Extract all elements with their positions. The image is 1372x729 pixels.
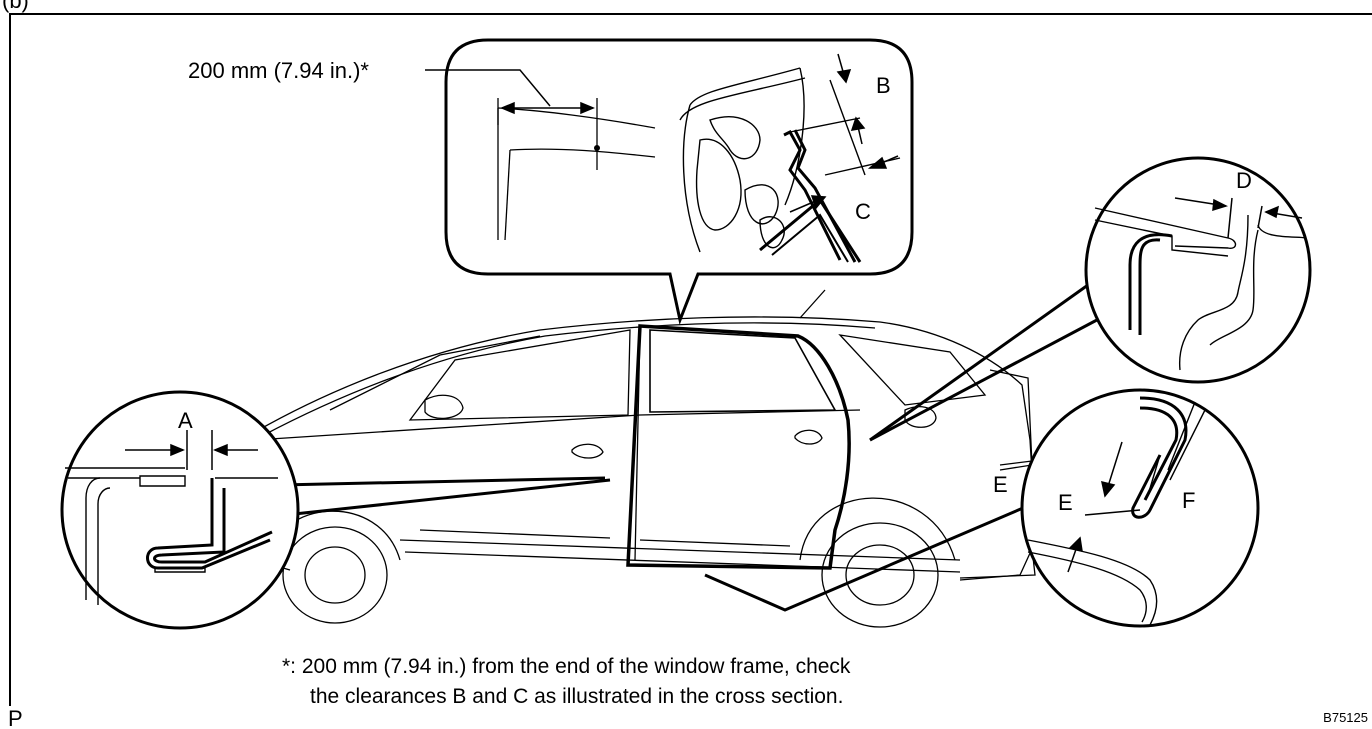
label-c: C (855, 199, 871, 224)
rear-door-outline (626, 324, 851, 570)
measure-point (594, 145, 600, 151)
note-line-1: *: 200 mm (7.94 in.) from the end of the… (282, 655, 851, 678)
label-b: B (876, 73, 891, 98)
right-upper-detail-circle: D (1084, 156, 1312, 384)
car-illustration (254, 289, 1037, 628)
footer-left-marker: P (8, 706, 23, 729)
label-f: F (1182, 488, 1195, 513)
step-marker: (b) (2, 0, 29, 13)
figure-frame (9, 13, 1372, 706)
right-lower-detail-circle: E F (1020, 388, 1260, 628)
top-callout: B C (425, 38, 914, 326)
label-e-car: E (993, 472, 1008, 497)
label-a: A (178, 408, 193, 433)
note-line-2: the clearances B and C as illustrated in… (310, 685, 843, 708)
dimension-label: 200 mm (7.94 in.)* (188, 58, 369, 83)
left-detail-circle: A (60, 390, 300, 630)
dimension-arrow (425, 69, 595, 115)
label-d: D (1236, 168, 1252, 193)
figure-id: B75125 (1323, 710, 1368, 725)
label-e: E (1058, 490, 1073, 515)
